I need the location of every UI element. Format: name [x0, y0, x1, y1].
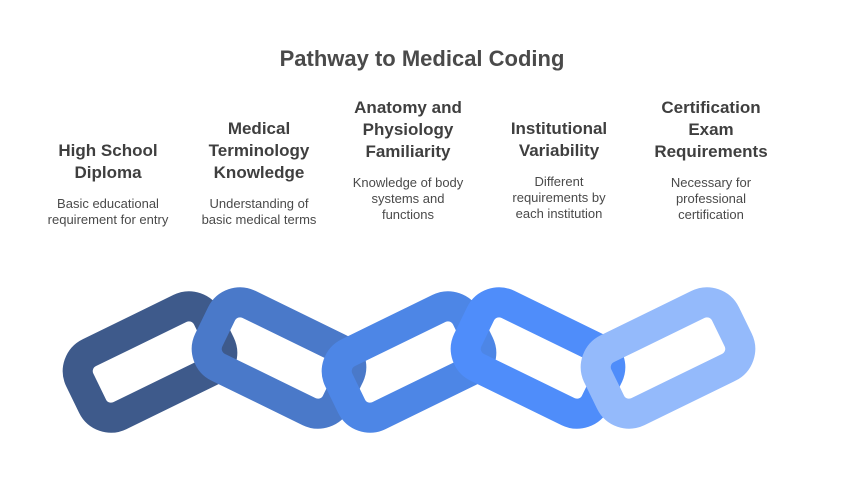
- chain-link-5: [580, 287, 756, 429]
- step-description-line: systems and: [371, 191, 445, 206]
- step-heading-line: High School: [58, 141, 158, 160]
- step-description-line: requirements by: [512, 190, 606, 205]
- step-heading-line: Institutional: [510, 119, 608, 138]
- step-heading-line: Exam: [688, 120, 734, 139]
- step-description-line: each institution: [515, 206, 603, 221]
- step-description-line: Knowledge of body: [352, 175, 464, 190]
- step-description-line: Different: [534, 174, 584, 189]
- step-heading-line: Terminology: [208, 141, 310, 160]
- step-heading-line: Certification: [661, 98, 761, 117]
- step-heading-line: Anatomy and: [354, 98, 462, 117]
- step-heading-line: Variability: [518, 141, 600, 160]
- step-description-line: Understanding of: [209, 196, 309, 211]
- step-heading-line: Familiarity: [365, 142, 451, 161]
- step-heading-line: Physiology: [362, 120, 454, 139]
- step-description-line: functions: [381, 207, 435, 222]
- step-description-line: professional: [675, 191, 747, 206]
- step-heading-line: Medical: [227, 119, 291, 138]
- step-description-line: certification: [678, 207, 744, 222]
- step-heading-line: Requirements: [654, 142, 768, 161]
- chain-link-ring: [580, 287, 756, 429]
- step-description-line: basic medical terms: [201, 212, 317, 227]
- step-description-line: requirement for entry: [47, 212, 169, 227]
- diagram-title: Pathway to Medical Coding: [279, 46, 565, 71]
- step-heading-line: Diploma: [74, 163, 142, 182]
- step-description-line: Basic educational: [57, 196, 159, 211]
- step-description-line: Necessary for: [670, 175, 752, 190]
- step-heading-line: Knowledge: [213, 163, 305, 182]
